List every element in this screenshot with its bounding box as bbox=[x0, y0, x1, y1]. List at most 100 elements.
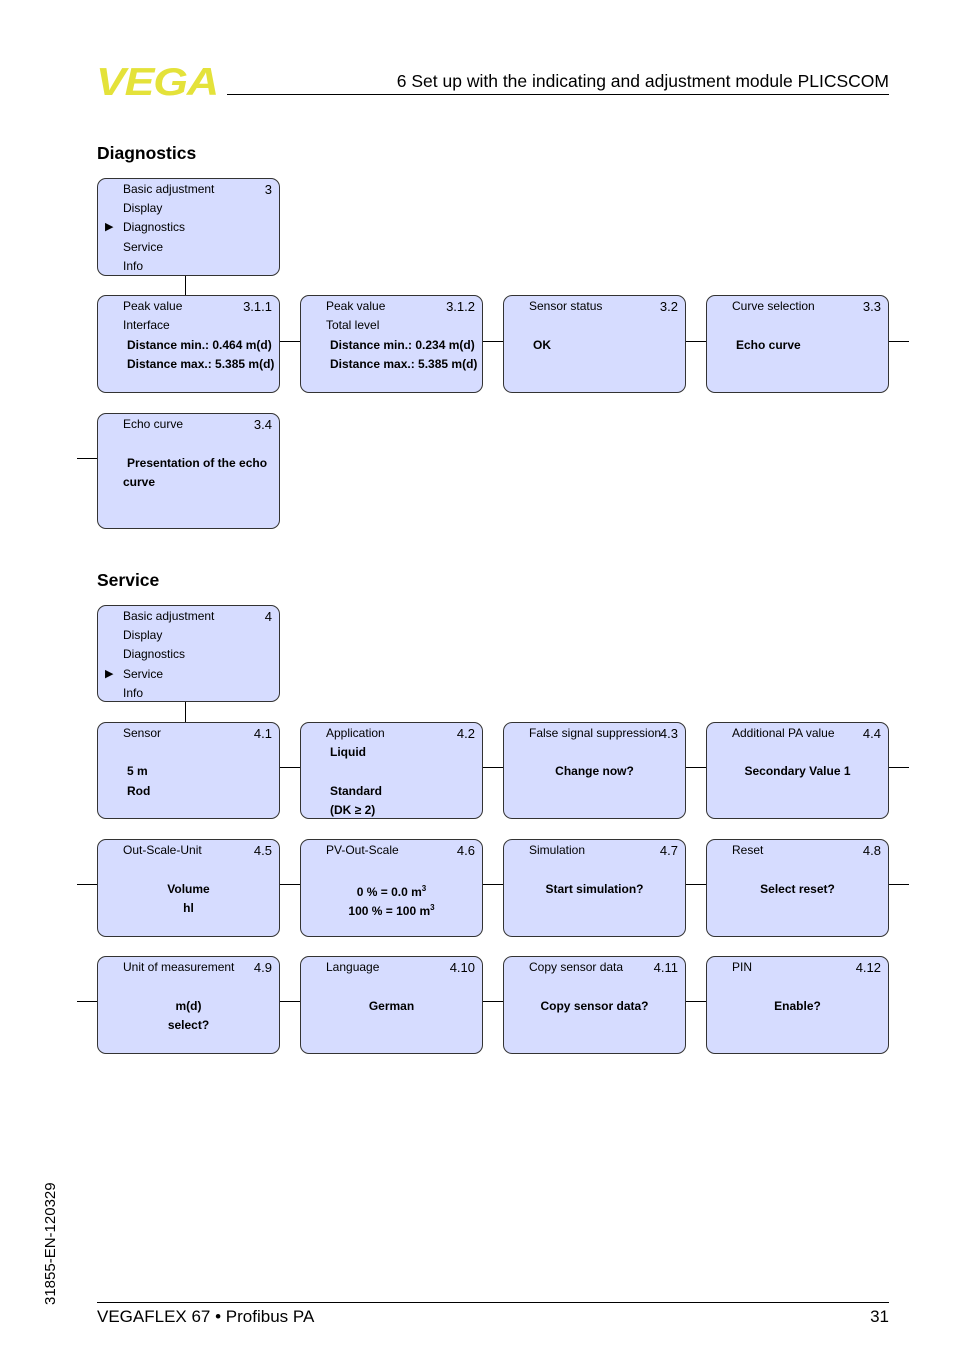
box-title: Sensor bbox=[123, 726, 162, 740]
box-line: Liquid bbox=[330, 745, 366, 759]
box-line: Echo curve bbox=[736, 338, 801, 352]
box-title: False signal suppression bbox=[529, 726, 662, 740]
connector bbox=[185, 276, 186, 296]
diagnostics-menu-box: Basic adjustment Display ▶ Diagnostics S… bbox=[97, 178, 280, 276]
menu-line: Service bbox=[123, 667, 164, 681]
footer-product: VEGAFLEX 67 • Profibus PA bbox=[97, 1307, 315, 1326]
box-title: Peak value bbox=[123, 299, 183, 313]
vega-logo: VEGA bbox=[96, 62, 219, 98]
connector bbox=[483, 1001, 503, 1002]
box-title: Out-Scale-Unit bbox=[123, 843, 202, 857]
menu-line: Service bbox=[123, 240, 164, 254]
box-line: Distance max.: 5.385 m(d) bbox=[330, 357, 478, 371]
page-number: 31 bbox=[870, 1307, 889, 1326]
box-line: German bbox=[368, 999, 415, 1013]
box-number: 4.2 bbox=[456, 726, 475, 741]
connector bbox=[889, 341, 909, 342]
box-line: (DK ≥ 2) bbox=[330, 803, 376, 817]
box-number: 4.10 bbox=[449, 960, 475, 975]
box-number: 4.1 bbox=[253, 726, 272, 741]
box-number: 4.4 bbox=[862, 726, 881, 741]
box-line: Start simulation? bbox=[545, 882, 644, 896]
unit-of-measurement-box: Unit of measurement 4.9 m(d) select? bbox=[97, 956, 280, 1054]
box-number: 3.1.2 bbox=[446, 299, 475, 314]
connector bbox=[185, 702, 186, 723]
box-line: Standard bbox=[330, 784, 383, 798]
application-box: Application 4.2 Liquid Standard (DK ≥ 2) bbox=[300, 722, 483, 819]
box-line: 5 m bbox=[127, 764, 148, 778]
menu-number: 4 bbox=[264, 609, 272, 624]
box-title: Peak value bbox=[326, 299, 386, 313]
box-number: 4.3 bbox=[659, 726, 678, 741]
connector bbox=[686, 767, 706, 768]
box-number: 4.5 bbox=[253, 843, 272, 858]
echo-curve-box: Echo curve 3.4 Presentation of the echo … bbox=[97, 413, 280, 529]
box-line: Rod bbox=[127, 784, 151, 798]
document-id: 31855-EN-120329 bbox=[42, 1182, 59, 1305]
box-title: Curve selection bbox=[732, 299, 815, 313]
peak-value-interface-box: Peak value 3.1.1 Interface Distance min.… bbox=[97, 295, 280, 393]
connector bbox=[280, 884, 300, 885]
language-box: Language 4.10 German bbox=[300, 956, 483, 1054]
box-line: Distance min.: 0.464 m(d) bbox=[127, 338, 272, 352]
box-line: Interface bbox=[123, 318, 170, 332]
menu-number: 3 bbox=[264, 182, 272, 197]
box-title: PIN bbox=[732, 960, 753, 974]
connector bbox=[483, 767, 503, 768]
box-line: OK bbox=[533, 338, 551, 352]
connector bbox=[280, 341, 300, 342]
menu-line: Display bbox=[123, 628, 163, 642]
menu-line: Info bbox=[123, 686, 144, 700]
box-number: 4.8 bbox=[862, 843, 881, 858]
box-title: Additional PA value bbox=[732, 726, 835, 740]
sensor-box: Sensor 4.1 5 m Rod bbox=[97, 722, 280, 819]
connector bbox=[77, 1001, 97, 1002]
pin-box: PIN 4.12 Enable? bbox=[706, 956, 889, 1054]
selection-arrow-icon: ▶ bbox=[105, 668, 114, 680]
box-number: 3.4 bbox=[253, 417, 272, 432]
additional-pa-value-box: Additional PA value 4.4 Secondary Value … bbox=[706, 722, 889, 819]
box-line: 100 % = 100 m3 bbox=[348, 903, 435, 918]
box-title: Copy sensor data bbox=[529, 960, 624, 974]
menu-line: Info bbox=[123, 259, 144, 273]
box-number: 4.7 bbox=[659, 843, 678, 858]
box-line: Volume bbox=[167, 882, 210, 896]
box-number: 4.6 bbox=[456, 843, 475, 858]
connector bbox=[686, 884, 706, 885]
connector bbox=[889, 767, 909, 768]
svg-text:VEGA: VEGA bbox=[96, 62, 218, 98]
out-scale-unit-box: Out-Scale-Unit 4.5 Volume hl bbox=[97, 839, 280, 937]
box-title: Language bbox=[326, 960, 380, 974]
box-line: Enable? bbox=[774, 999, 821, 1013]
box-number: 4.11 bbox=[653, 960, 678, 975]
connector bbox=[686, 1001, 706, 1002]
box-line: Presentation of the echo bbox=[127, 456, 268, 470]
diagnostics-heading: Diagnostics bbox=[97, 143, 197, 163]
box-line: Change now? bbox=[555, 764, 634, 778]
box-title: Echo curve bbox=[123, 417, 184, 431]
connector bbox=[77, 884, 97, 885]
connector bbox=[889, 884, 909, 885]
service-menu-box: Basic adjustment Display Diagnostics ▶ S… bbox=[97, 605, 280, 702]
menu-line: Display bbox=[123, 201, 163, 215]
curve-selection-box: Curve selection 3.3 Echo curve bbox=[706, 295, 889, 393]
menu-line: Diagnostics bbox=[123, 220, 186, 234]
box-line: Total level bbox=[326, 318, 380, 332]
box-title: Application bbox=[326, 726, 385, 740]
connector bbox=[483, 341, 503, 342]
chapter-title: 6 Set up with the indicating and adjustm… bbox=[396, 71, 889, 91]
box-line: select? bbox=[167, 1018, 210, 1032]
pv-out-scale-box: PV-Out-Scale 4.6 0 % = 0.0 m3 100 % = 10… bbox=[300, 839, 483, 937]
box-line: Distance max.: 5.385 m(d) bbox=[127, 357, 275, 371]
header-rule bbox=[227, 94, 889, 95]
connector bbox=[280, 1001, 300, 1002]
connector bbox=[483, 884, 503, 885]
box-number: 3.3 bbox=[862, 299, 881, 314]
box-title: Unit of measurement bbox=[123, 960, 235, 974]
copy-sensor-data-box: Copy sensor data 4.11 Copy sensor data? bbox=[503, 956, 686, 1054]
connector bbox=[686, 341, 706, 342]
service-heading: Service bbox=[97, 570, 160, 590]
box-number: 4.12 bbox=[855, 960, 881, 975]
connector bbox=[77, 458, 97, 459]
false-signal-box: False signal suppression 4.3 Change now? bbox=[503, 722, 686, 819]
